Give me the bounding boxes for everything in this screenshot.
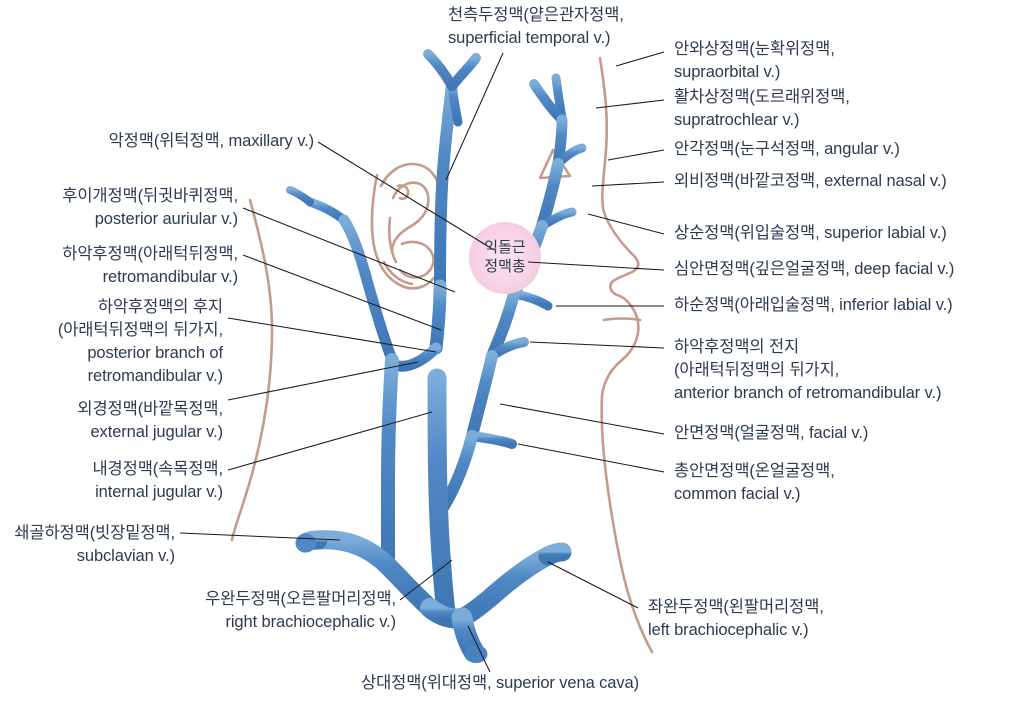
- leader-internal-jugular: [227, 411, 433, 471]
- leader-right-brachiocephalic: [399, 559, 453, 601]
- label-posterior-auricular: 후이개정맥(뒤귓바퀴정맥, posterior auriular v.): [62, 187, 238, 228]
- vein-retromandibular: [429, 279, 447, 355]
- label-supratrochlear: 활차상정맥(도르래위정맥, supratrochlear v.): [674, 88, 850, 129]
- vein-internal-jugular: [427, 368, 456, 622]
- leader-subclavian: [179, 532, 341, 541]
- leader-angular: [607, 149, 665, 161]
- leader-supraorbital: [615, 51, 665, 67]
- label-external-nasal: 외비정맥(바깥코정맥, external nasal v.): [674, 172, 947, 190]
- leader-facial: [499, 403, 665, 435]
- leader-common-facial: [517, 443, 665, 473]
- vein-superficial-temporal: [434, 78, 458, 292]
- label-inferior-labial: 하순정맥(아래입술정맥, inferior labial v.): [674, 296, 953, 314]
- leader-external-nasal: [591, 181, 665, 187]
- label-anterior-branch-retromandibular: 하악후정맥의 전지 (아래턱뒤정맥의 뒤가지, anterior branch …: [674, 338, 942, 402]
- leader-anterior-branch: [529, 341, 665, 349]
- label-deep-facial: 심안면정맥(깊은얼굴정맥, deep facial v.): [674, 260, 955, 278]
- vein-subclavian: [308, 530, 440, 618]
- svc-tip: [464, 645, 488, 663]
- ear-outline: [370, 162, 442, 290]
- label-angular: 안각정맥(눈구석정맥, angular v.): [674, 140, 900, 158]
- label-supraorbital: 안와상정맥(눈확위정맥, supraorbital v.): [674, 40, 835, 81]
- label-facial: 안면정맥(얼굴정맥, facial v.): [674, 424, 869, 442]
- label-pterygoid-plexus: 익돌근 정맥총: [484, 239, 526, 275]
- leader-supratrochlear: [595, 99, 665, 109]
- leader-posterior-auricular: [242, 207, 456, 293]
- vein-posterior-auricular-trunk: [338, 214, 398, 366]
- leader-left-brachiocephalic: [547, 561, 639, 609]
- leader-external-jugular: [227, 361, 419, 401]
- vein-left-brachiocephalic: [452, 546, 558, 628]
- vein-facial-descend: [466, 350, 498, 442]
- label-right-brachiocephalic: 우완두정맥(오른팔머리정맥, right brachiocephalic v.): [205, 590, 396, 631]
- leader-superior-labial: [587, 213, 665, 235]
- label-posterior-branch-retromandibular: 하악후정맥의 후지 (아래턱뒤정맥의 뒤가지, posterior branch…: [57, 298, 223, 385]
- subclavian-tip: [296, 533, 316, 553]
- pterygoid-plexus-circle: [469, 222, 541, 294]
- vein-external-jugular: [380, 353, 399, 573]
- label-subclavian: 쇄골하정맥(빗장밑정맥, subclavian v.): [14, 524, 175, 565]
- label-common-facial: 총안면정맥(온얼굴정맥, common facial v.): [674, 462, 835, 503]
- label-superior-vena-cava: 상대정맥(위대정맥, superior vena cava): [360, 674, 639, 692]
- leader-superior-vena-cava: [467, 625, 491, 673]
- vein-network: [286, 49, 587, 663]
- leader-deep-facial: [527, 261, 665, 271]
- vein-facial-to-ijv: [438, 430, 478, 512]
- label-external-jugular: 외경정맥(바깥목정맥, external jugular v.): [77, 400, 223, 441]
- leader-maxillary: [317, 141, 495, 251]
- leader-posterior-branch: [227, 317, 437, 353]
- label-maxillary: 악정맥(위턱정맥, maxillary v.): [108, 132, 315, 150]
- label-retromandibular: 하악후정맥(아래턱뒤정맥, retromandibular v.): [62, 245, 238, 286]
- label-superficial-temporal: 천측두정맥(얕은관자정맥, superficial temporal v.): [448, 6, 624, 47]
- label-superior-labial: 상순정맥(위입술정맥, superior labial v.): [674, 224, 947, 242]
- label-internal-jugular: 내경정맥(속목정맥, internal jugular v.): [92, 460, 223, 501]
- leader-superficial-temporal: [445, 52, 504, 181]
- label-left-brachiocephalic: 좌완두정맥(왼팔머리정맥, left brachiocephalic v.): [648, 598, 824, 639]
- leader-lines: [179, 51, 665, 673]
- vein-posterior-auricular: [305, 197, 349, 225]
- leader-retromandibular: [242, 254, 442, 331]
- vein-common-facial: [467, 431, 517, 449]
